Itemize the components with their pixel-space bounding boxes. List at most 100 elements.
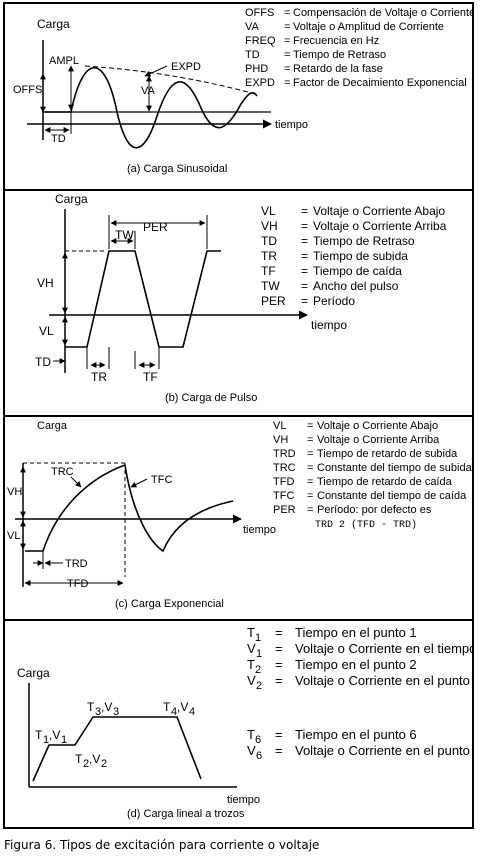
svg-text:1: 1 — [255, 632, 261, 644]
piecewise-line — [32, 716, 202, 782]
svg-text:Ancho del pulso: Ancho del pulso — [313, 279, 399, 293]
svg-text:=: = — [307, 462, 313, 474]
svg-text:Tiempo de Retraso: Tiempo de Retraso — [313, 234, 415, 248]
caption: (d) Carga lineal a trozos — [127, 808, 245, 820]
va-label: VA — [141, 85, 156, 97]
svg-text:=: = — [307, 448, 313, 460]
y-axis-label: Carga — [55, 192, 88, 206]
svg-text:VL: VL — [261, 204, 276, 218]
svg-text:TRD 2 (TFD - TRD): TRD 2 (TFD - TRD) — [315, 519, 417, 531]
caption: (b) Carga de Pulso — [165, 392, 257, 404]
panel-pulse: Carga PER TW VH VL TD TR TF tiempo (b) C… — [3, 189, 474, 417]
svg-text:T: T — [163, 700, 171, 714]
tr-label: TR — [91, 370, 107, 384]
panel-exponential: Carga TRC TFC VH VL TRD TFD tiempo (c) C… — [3, 415, 474, 621]
caption: (c) Carga Exponencial — [115, 598, 224, 610]
svg-text:Voltaje o Corriente en el punt: Voltaje o Corriente en el punto 6 — [295, 743, 474, 758]
svg-text:Tiempo en el punto 6: Tiempo en el punto 6 — [295, 727, 417, 742]
svg-text:=: = — [301, 204, 308, 218]
svg-text:2: 2 — [83, 758, 89, 770]
svg-text:TD: TD — [245, 49, 260, 61]
svg-text:3: 3 — [95, 706, 101, 718]
svg-text:PHD: PHD — [245, 63, 268, 75]
svg-text:1: 1 — [256, 648, 262, 660]
trc-label: TRC — [51, 466, 74, 478]
svg-text:VH: VH — [261, 219, 278, 233]
svg-text:V: V — [247, 673, 256, 688]
svg-text:Constante del tiempo de subida: Constante del tiempo de subida — [317, 462, 473, 474]
svg-text:T: T — [75, 752, 83, 766]
svg-text:=: = — [275, 727, 283, 742]
svg-text:1: 1 — [61, 734, 67, 746]
tf-label: TF — [143, 370, 158, 384]
figure-caption: Figura 6. Tipos de excitación para corri… — [4, 838, 320, 852]
svg-text:OFFS: OFFS — [245, 7, 274, 19]
svg-text:Voltaje o Corriente Abajo: Voltaje o Corriente Abajo — [317, 420, 438, 432]
y-axis-label: Carga — [17, 666, 50, 680]
svg-text:Voltaje o Corriente Arriba: Voltaje o Corriente Arriba — [317, 434, 440, 446]
svg-text:T: T — [247, 727, 255, 742]
svg-text:=: = — [301, 279, 308, 293]
y-axis-label: Carga — [37, 17, 70, 31]
td-label: TD — [35, 355, 51, 369]
svg-text:=: = — [275, 743, 283, 758]
x-axis-label: tiempo — [227, 794, 260, 806]
svg-text:PER: PER — [261, 294, 286, 308]
x-axis-label: tiempo — [243, 524, 276, 536]
vl-label: VL — [39, 324, 54, 338]
svg-text:Retardo de la fase: Retardo de la fase — [293, 63, 383, 75]
svg-text:=: = — [284, 63, 290, 75]
svg-text:Voltaje o Corriente Arriba: Voltaje o Corriente Arriba — [313, 219, 447, 233]
svg-text:Tiempo en el punto 2: Tiempo en el punto 2 — [295, 657, 417, 672]
svg-text:Tiempo de caída: Tiempo de caída — [313, 264, 402, 278]
svg-text:=: = — [284, 21, 290, 33]
svg-text:=: = — [307, 504, 313, 516]
svg-text:Tiempo en el punto 1: Tiempo en el punto 1 — [295, 625, 417, 640]
td-label: TD — [51, 133, 66, 145]
svg-text:6: 6 — [256, 750, 262, 762]
decay-envelope — [84, 65, 256, 95]
svg-text:,V: ,V — [177, 700, 188, 714]
svg-text:,V: ,V — [89, 752, 100, 766]
svg-text:TD: TD — [261, 234, 277, 248]
vl-label: VL — [7, 530, 20, 542]
tfd-label: TFD — [67, 578, 88, 590]
svg-text:TFC: TFC — [273, 490, 294, 502]
svg-text:Voltaje o Corriente en el punt: Voltaje o Corriente en el punto 2 — [295, 673, 474, 688]
svg-text:Factor de Decaimiento Exponenc: Factor de Decaimiento Exponencial — [293, 77, 467, 89]
svg-text:PER: PER — [273, 504, 296, 516]
svg-text:=: = — [301, 249, 308, 263]
expd-label: EXPD — [171, 61, 201, 73]
trd-label: TRD — [65, 558, 88, 570]
svg-text:Voltaje o Amplitud de Corrient: Voltaje o Amplitud de Corriente — [293, 21, 444, 33]
svg-text:4: 4 — [189, 706, 195, 718]
svg-text:Período: por defecto es: Período: por defecto es — [317, 504, 432, 516]
svg-text:EXPD: EXPD — [245, 77, 275, 89]
svg-text:Voltaje o Corriente Abajo: Voltaje o Corriente Abajo — [313, 204, 445, 218]
svg-text:VA: VA — [245, 21, 260, 33]
svg-text:Compensación de Voltaje o Corr: Compensación de Voltaje o Corriente — [293, 7, 474, 19]
offs-label: OFFS — [13, 84, 42, 96]
svg-text:T: T — [87, 700, 95, 714]
svg-text:=: = — [284, 49, 290, 61]
svg-text:3: 3 — [113, 706, 119, 718]
svg-text:TRD: TRD — [273, 448, 296, 460]
sine-wave — [45, 66, 258, 149]
svg-text:Período: Período — [313, 294, 355, 308]
svg-text:V: V — [247, 641, 256, 656]
y-axis-label: Carga — [37, 420, 68, 432]
svg-text:=: = — [307, 476, 313, 488]
legend: VL=Voltaje o Corriente Abajo VH=Voltaje … — [273, 420, 473, 531]
x-axis-label: tiempo — [275, 119, 308, 131]
per-label: PER — [143, 220, 168, 234]
vh-label: VH — [7, 486, 22, 498]
svg-text:=: = — [275, 641, 283, 656]
svg-text:T: T — [247, 657, 255, 672]
svg-text:=: = — [307, 420, 313, 432]
panel-sinusoidal: Carga OFFS AMPL VA EXPD TD tiempo (a) Ca… — [3, 2, 474, 191]
